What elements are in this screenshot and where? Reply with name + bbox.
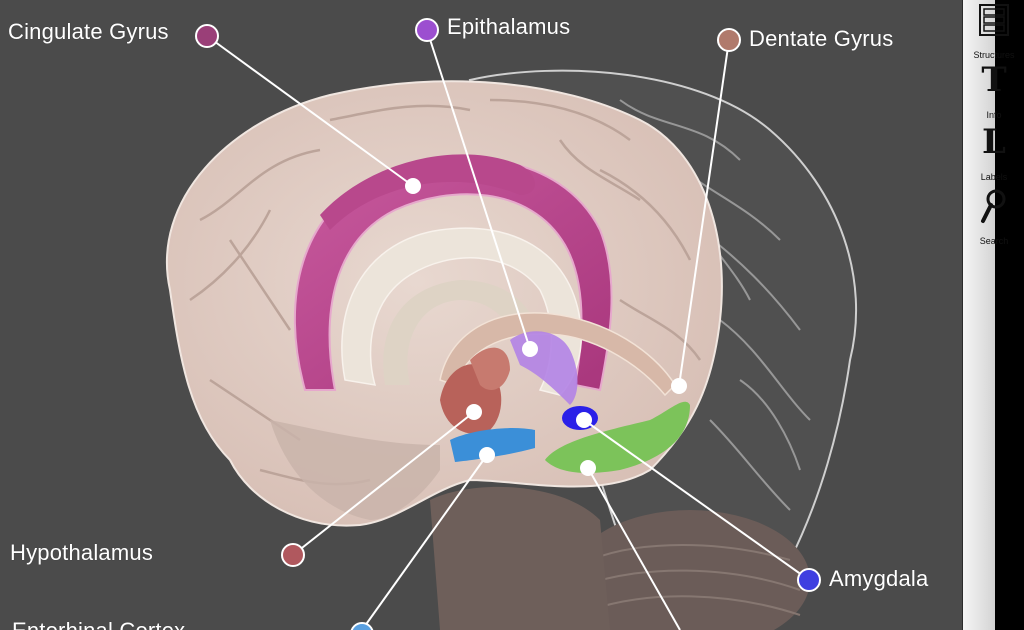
epithalamus-pin[interactable] [415,18,439,42]
septum [383,280,540,385]
label-epithalamus[interactable]: Epithalamus [447,14,571,39]
brain-illustration [165,18,857,630]
cingulate-gyrus-pin[interactable] [195,24,219,48]
toolbar-edge-strip [995,0,1024,630]
structure-anchor-dots [405,178,687,476]
brainstem [430,486,610,630]
dentate-gyrus-shape [545,401,690,473]
brain-viewer[interactable]: Cingulate Gyrus Epithalamus Dentate Gyru… [0,0,962,630]
label-dentate-gyrus[interactable]: Dentate Gyrus [749,26,894,51]
label-hypothalamus[interactable]: Hypothalamus [10,540,154,565]
search-label: Search [979,236,1009,246]
text-t-icon: T [981,60,1007,100]
leader-lines [206,29,810,630]
label-cingulate-gyrus[interactable]: Cingulate Gyrus [8,19,169,44]
fornix [439,312,676,397]
magnifier-icon [981,189,1006,223]
hypothalamus-pin[interactable] [281,543,305,567]
label-entorhinal-cortex[interactable]: Entorhinal Cortex [12,618,185,630]
search-button[interactable]: Search [963,188,1024,246]
structures-button[interactable]: Structures [963,2,1024,60]
dentate-gyrus-pin[interactable] [717,28,741,52]
side-toolbar: Structures T Info L Labels Search [962,0,1024,630]
entorhinal-cortex-shape [450,428,535,462]
cingulate-upper-fold [320,154,535,230]
temporal-lobe [270,420,440,520]
info-label: Info [986,110,1002,120]
hypothalamus-shape [470,347,510,390]
info-button[interactable]: T Info [963,60,1024,120]
label-l-icon: L [982,122,1006,162]
layers-icon [979,4,1009,36]
label-amygdala[interactable]: Amygdala [829,566,929,591]
labels-label: Labels [980,172,1008,182]
structures-label: Structures [973,50,1015,60]
amygdala-pin[interactable] [797,568,821,592]
entorhinal-cortex-pin[interactable] [350,622,374,630]
labels-button[interactable]: L Labels [963,122,1024,182]
